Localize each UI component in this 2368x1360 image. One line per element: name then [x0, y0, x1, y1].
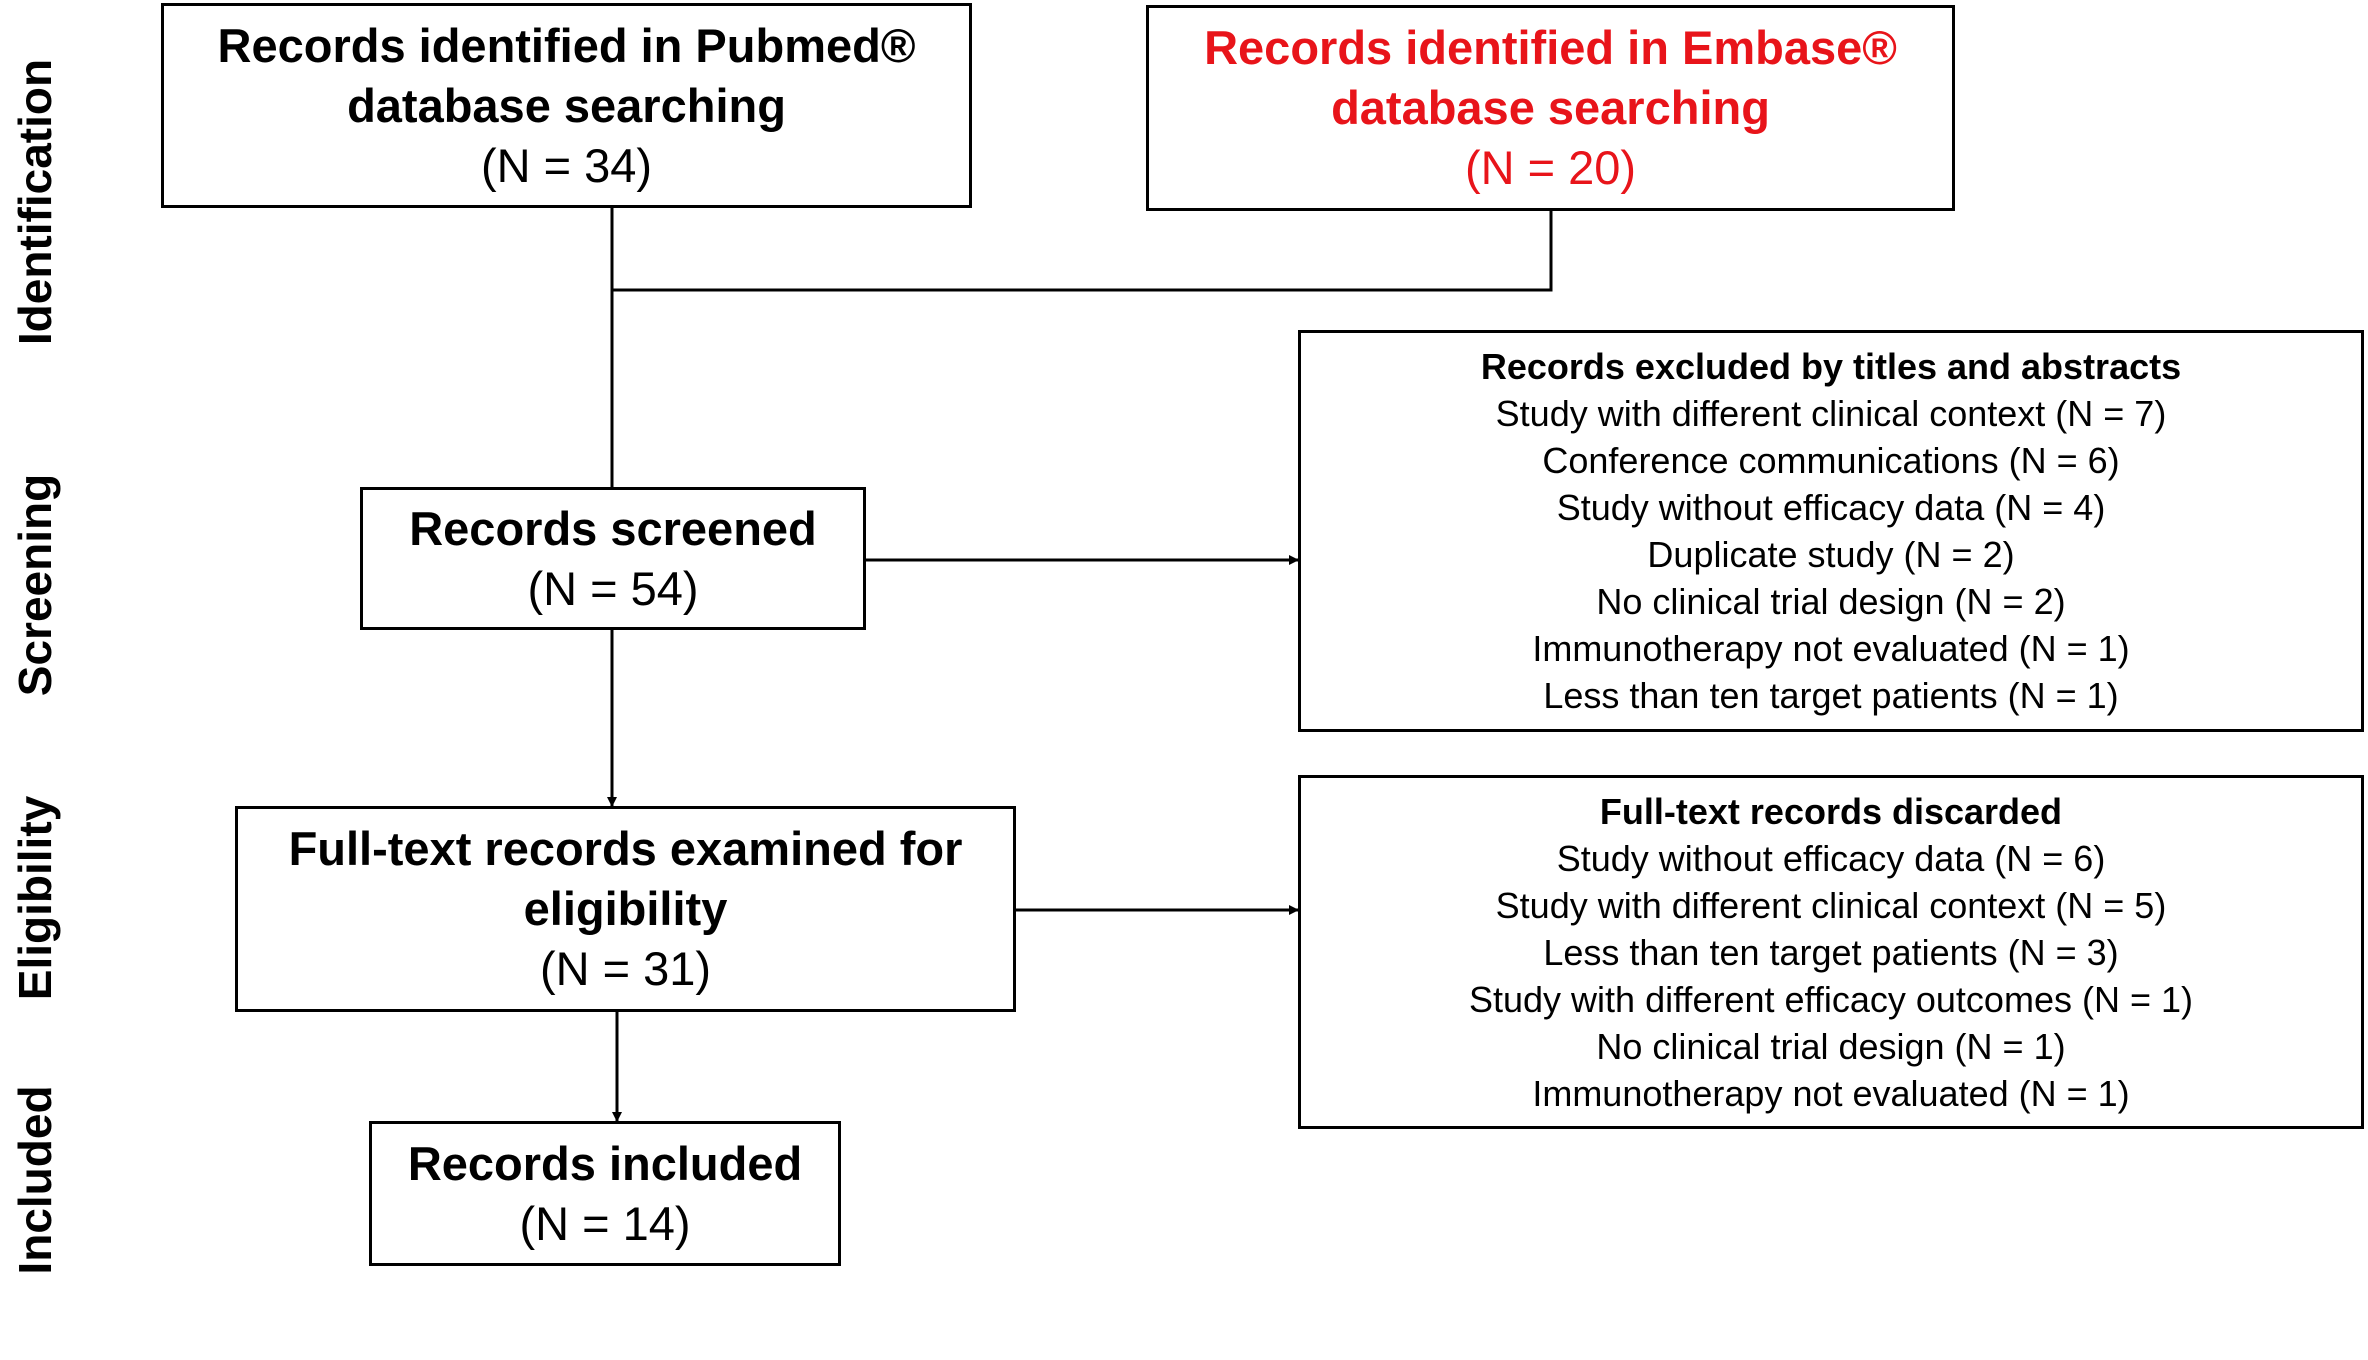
- records-included-box: Records included (N = 14): [369, 1121, 841, 1266]
- pubmed-title-line1: Records identified in Pubmed®: [217, 18, 916, 72]
- embase-title-line1: Records identified in Embase®: [1204, 21, 1897, 74]
- embase-count: (N = 20): [1464, 141, 1637, 194]
- fulltext-discarded-box: Full-text records discarded Study withou…: [1298, 775, 2364, 1129]
- discarded-item: Study with different efficacy outcomes (…: [1468, 978, 2193, 1020]
- discarded-item: Immunotherapy not evaluated (N = 1): [1532, 1072, 2130, 1114]
- records-excluded-box: Records excluded by titles and abstracts…: [1298, 330, 2364, 732]
- discarded-title: Full-text records discarded: [1599, 790, 2063, 832]
- excluded-item: No clinical trial design (N = 2): [1596, 581, 2066, 622]
- screened-count: (N = 54): [527, 561, 699, 615]
- discarded-item: Study without efficacy data (N = 6): [1556, 837, 2106, 879]
- discarded-item: Study with different clinical context (N…: [1495, 884, 2167, 926]
- fulltext-examined-box: Full-text records examined for eligibili…: [235, 806, 1016, 1012]
- screened-title: Records screened: [409, 501, 817, 555]
- fulltext-title-line1: Full-text records examined for: [288, 822, 963, 875]
- included-title: Records included: [407, 1136, 803, 1190]
- excluded-title: Records excluded by titles and abstracts: [1480, 346, 2182, 387]
- pubmed-title-line2: database searching: [347, 78, 786, 132]
- embase-records-box: Records identified in Embase® database s…: [1146, 5, 1955, 211]
- excluded-item: Conference communications (N = 6): [1542, 440, 2120, 481]
- records-screened-box: Records screened (N = 54): [360, 487, 866, 630]
- included-count: (N = 14): [519, 1196, 691, 1250]
- pubmed-records-box: Records identified in Pubmed® database s…: [161, 3, 972, 208]
- excluded-item: Duplicate study (N = 2): [1647, 534, 2015, 575]
- connector-embase-merge: [612, 210, 1553, 292]
- excluded-item: Study without efficacy data (N = 4): [1556, 487, 2106, 528]
- fulltext-title-line2: eligibility: [523, 882, 728, 935]
- fulltext-count: (N = 31): [539, 942, 712, 995]
- discarded-item: No clinical trial design (N = 1): [1596, 1025, 2066, 1067]
- excluded-item: Study with different clinical context (N…: [1495, 393, 2167, 434]
- connector-lines: [607, 207, 1553, 1122]
- discarded-item: Less than ten target patients (N = 3): [1543, 931, 2119, 973]
- excluded-item: Immunotherapy not evaluated (N = 1): [1532, 628, 2130, 669]
- embase-title-line2: database searching: [1331, 81, 1770, 134]
- pubmed-count: (N = 34): [480, 138, 653, 192]
- excluded-item: Less than ten target patients (N = 1): [1543, 675, 2119, 716]
